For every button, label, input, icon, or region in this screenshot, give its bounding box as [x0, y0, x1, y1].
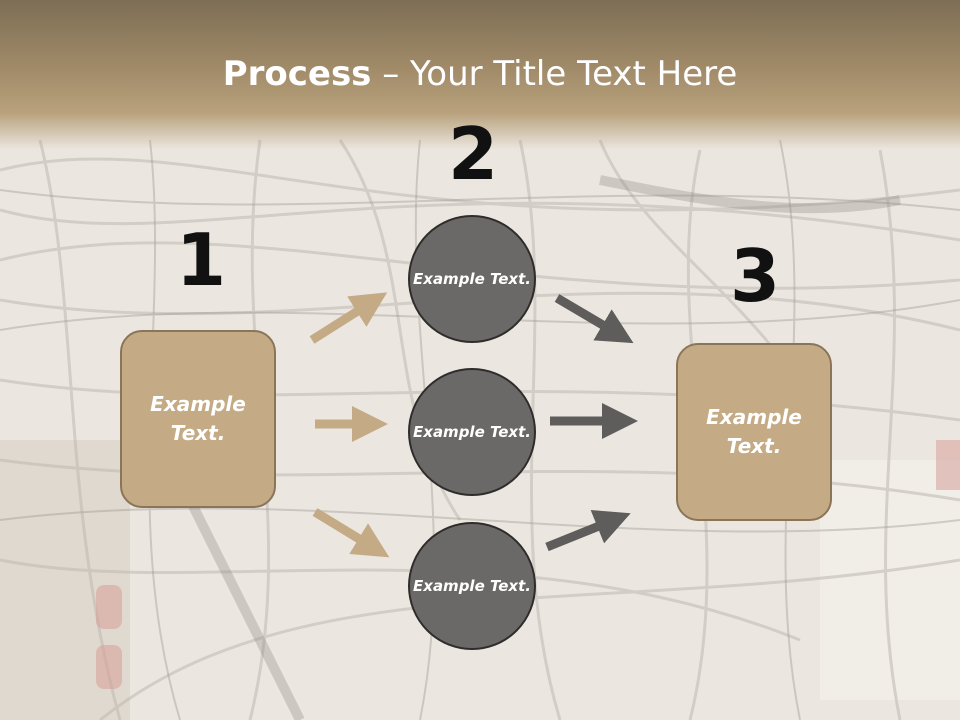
circle-text: Example Text. — [413, 269, 531, 288]
title-rest: – Your Title Text Here — [371, 54, 738, 94]
step-2-circle-bottom[interactable]: Example Text. — [408, 522, 536, 650]
arrow-right-icon — [309, 292, 388, 344]
step-2-circle-top[interactable]: Example Text. — [408, 215, 536, 343]
title-band — [0, 0, 960, 150]
circle-text: Example Text. — [413, 422, 531, 441]
step-number-3[interactable]: 3 — [730, 234, 781, 318]
arrow-right-icon — [545, 510, 631, 552]
title-emphasis: Process — [222, 54, 372, 94]
step-number-1[interactable]: 1 — [176, 218, 227, 302]
arrow-right-icon — [554, 294, 634, 344]
arrow-right-icon — [312, 508, 390, 558]
slide-title[interactable]: Process – Your Title Text Here — [0, 52, 960, 96]
step-1-box[interactable]: Example Text. — [120, 330, 276, 508]
step-2-circle-middle[interactable]: Example Text. — [408, 368, 536, 496]
circle-text: Example Text. — [413, 576, 531, 595]
step-3-text: Example Text. — [706, 405, 802, 458]
step-3-box[interactable]: Example Text. — [676, 343, 832, 521]
step-number-2[interactable]: 2 — [448, 112, 499, 196]
step-1-text: Example Text. — [150, 392, 246, 445]
